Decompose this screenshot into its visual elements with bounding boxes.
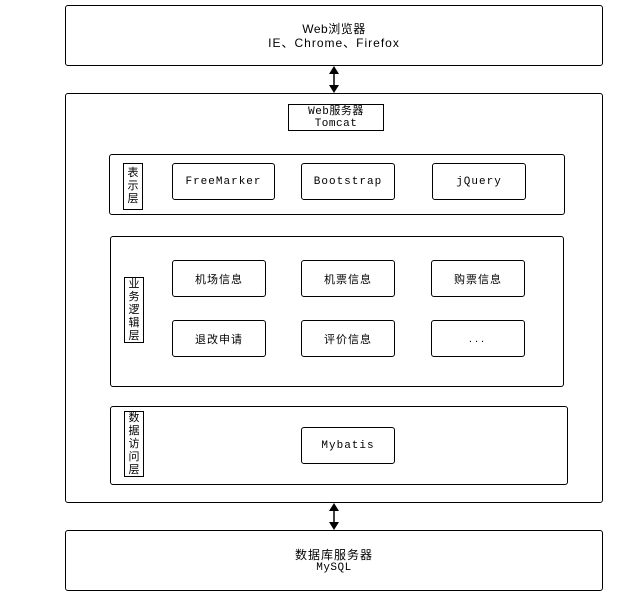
layer-item: FreeMarker: [172, 163, 275, 200]
browser-box: Web浏览器 IE、Chrome、Firefox: [65, 5, 603, 66]
browser-title: Web浏览器: [302, 21, 366, 36]
data-access-layer-label: 数据访问层: [124, 411, 144, 477]
arrow-browser-webserver: [329, 66, 339, 93]
layer-item: 购票信息: [431, 260, 525, 297]
arrow-webserver-database: [329, 503, 339, 530]
business-layer-label-text: 业务逻辑层: [128, 277, 140, 342]
layer-item: 退改申请: [172, 320, 266, 357]
item-label: FreeMarker: [185, 175, 262, 188]
item-label: Mybatis: [321, 439, 375, 452]
business-layer: 业务逻辑层 机场信息 机票信息 购票信息 退改申请 评价信息 ...: [110, 236, 564, 387]
database-box: 数据库服务器 MySQL: [65, 530, 603, 591]
web-server-container: Web服务器 Tomcat 表示层 FreeMarker Bootstrap j…: [65, 93, 603, 503]
layer-item: 机票信息: [301, 260, 395, 297]
layer-item: 评价信息: [301, 320, 395, 357]
database-subtitle: MySQL: [316, 561, 352, 574]
item-label: ...: [468, 332, 488, 345]
layer-item: ...: [431, 320, 525, 357]
item-label: Bootstrap: [313, 175, 383, 188]
database-title: 数据库服务器: [294, 547, 373, 562]
item-label: 机场信息: [195, 273, 243, 286]
layer-item: Bootstrap: [301, 163, 395, 200]
presentation-layer-label-text: 表示层: [127, 167, 139, 205]
item-label: 评价信息: [324, 333, 372, 346]
layer-item: Mybatis: [301, 427, 395, 464]
presentation-layer-label: 表示层: [123, 163, 143, 210]
web-server-subtitle: Tomcat: [314, 117, 358, 130]
item-label: jQuery: [456, 175, 502, 188]
browser-subtitle: IE、Chrome、Firefox: [268, 35, 400, 50]
presentation-layer: 表示层 FreeMarker Bootstrap jQuery: [109, 154, 565, 215]
layer-item: 机场信息: [172, 260, 266, 297]
business-layer-label: 业务逻辑层: [124, 277, 144, 343]
item-label: 退改申请: [195, 333, 243, 346]
web-server-title: Web服务器: [308, 105, 364, 118]
item-label: 机票信息: [324, 273, 372, 286]
data-access-layer: 数据访问层 Mybatis: [110, 406, 568, 485]
layer-item: jQuery: [432, 163, 526, 200]
data-access-layer-label-text: 数据访问层: [128, 411, 140, 476]
item-label: 购票信息: [454, 273, 502, 286]
web-server-label-box: Web服务器 Tomcat: [288, 104, 384, 131]
